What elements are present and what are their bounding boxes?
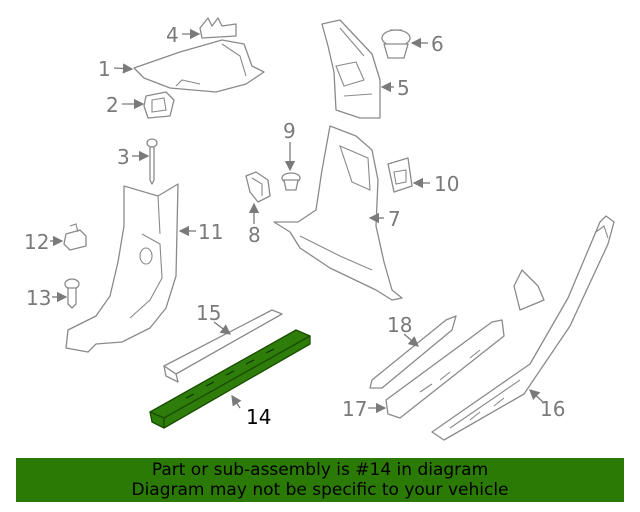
info-banner: Part or sub-assembly is #14 in diagram D…: [16, 458, 624, 502]
part-4-clip[interactable]: [199, 17, 237, 39]
callout-16: 16: [540, 397, 565, 421]
part-9-fastener[interactable]: [281, 172, 301, 191]
callout-4: 4: [166, 23, 179, 47]
callout-10: 10: [434, 172, 459, 196]
callout-8: 8: [248, 223, 261, 247]
callout-5: 5: [397, 76, 410, 100]
part-18-strip[interactable]: [369, 315, 457, 389]
part-12-clip[interactable]: [63, 223, 87, 251]
part-11-panel[interactable]: [65, 183, 179, 353]
part-17-sill-trim[interactable]: [385, 319, 505, 419]
banner-line-1: Part or sub-assembly is #14 in diagram: [151, 460, 489, 480]
callout-1: 1: [98, 57, 111, 81]
callout-11: 11: [198, 220, 223, 244]
part-2-cover[interactable]: [143, 91, 175, 119]
callout-2: 2: [106, 93, 119, 117]
part-13-screw[interactable]: [64, 278, 80, 309]
part-15-sill-strip[interactable]: [163, 309, 283, 383]
part-14-highlighted[interactable]: [149, 329, 311, 429]
part-8-bracket[interactable]: [245, 171, 271, 203]
callout-14: 14: [246, 405, 271, 429]
leader-lines: [50, 28, 544, 414]
part-10-clip[interactable]: [387, 157, 413, 193]
callout-9: 9: [283, 119, 296, 143]
callout-18: 18: [387, 313, 412, 337]
parts-diagram: 4 1 2 3 5 6 7 8 9 10 11 12 13 14 15 16 1…: [24, 17, 615, 441]
callout-3: 3: [117, 145, 130, 169]
part-3-screw[interactable]: [146, 138, 158, 185]
callout-7: 7: [388, 207, 401, 231]
part-1-trim[interactable]: [133, 39, 265, 93]
callout-15: 15: [196, 301, 221, 325]
part-16-sill-trim[interactable]: [431, 215, 615, 441]
part-5-trim[interactable]: [321, 19, 381, 119]
callout-13: 13: [26, 286, 51, 310]
callout-17: 17: [342, 397, 367, 421]
part-7-trim[interactable]: [273, 125, 403, 301]
part-6-clip[interactable]: [381, 29, 411, 59]
banner-line-2: Diagram may not be specific to your vehi…: [131, 480, 509, 500]
callout-6: 6: [431, 32, 444, 56]
callout-12: 12: [24, 230, 49, 254]
